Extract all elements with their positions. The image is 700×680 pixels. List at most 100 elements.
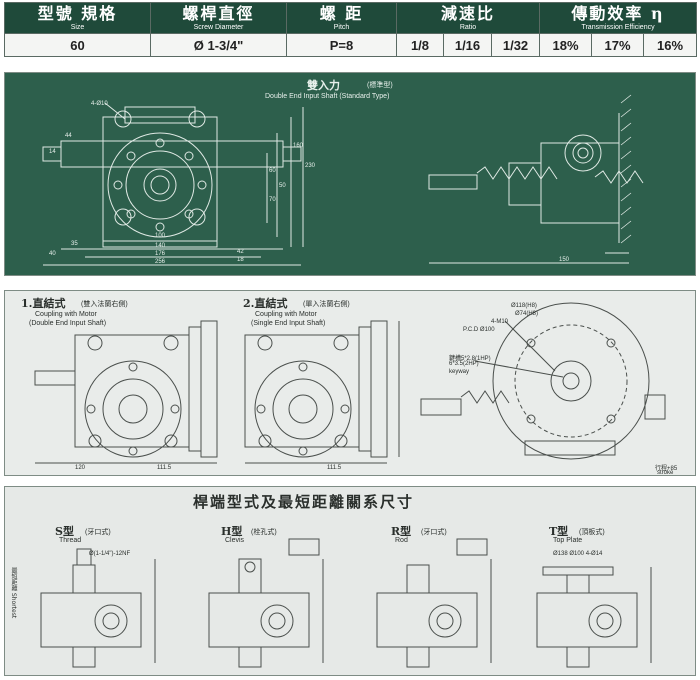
dim-60: 60 xyxy=(269,168,276,174)
type-r-zh: R型 xyxy=(391,525,412,538)
r-body xyxy=(376,592,478,648)
flange-d2: Ø74(H8) xyxy=(515,311,539,317)
shortest-note: 最短距離 Shortest xyxy=(10,567,17,619)
shaft-housing xyxy=(60,140,284,168)
wall-hatching xyxy=(620,94,632,244)
type-r-sub: (牙口式) xyxy=(421,529,447,536)
flange-pcd: P.C.D Ø100 xyxy=(463,327,495,333)
type-t-sub: (頂板式) xyxy=(579,529,605,536)
v1-body xyxy=(74,334,190,448)
dim-160: 160 xyxy=(293,143,304,149)
v2-motor-plate xyxy=(370,320,388,458)
view2-title-zh: 2.直結式 xyxy=(243,297,288,310)
dim-140: 140 xyxy=(155,243,166,249)
drawing-coupling: 1.直結式 (雙入法蘭右側) Coupling with Motor (Doub… xyxy=(4,290,696,476)
value-eff-3: 16% xyxy=(643,33,698,57)
drawing-rod-ends: 桿端型式及最短距離關系尺寸 最短距離 Shortest S型 (牙口式) Thr… xyxy=(4,486,696,676)
flange-mid xyxy=(125,150,195,220)
flange-bore xyxy=(143,168,177,202)
h-body xyxy=(208,592,310,648)
input-shaft-left xyxy=(42,146,62,162)
flange-key1: 鍵槽5*2.8(1HP) xyxy=(449,356,491,362)
type-h-zh: H型 xyxy=(221,525,243,538)
v1-input-shaft xyxy=(34,370,76,386)
flange-view-outer xyxy=(492,302,650,460)
type-s-zh: S型 xyxy=(55,525,74,538)
dim-100: 100 xyxy=(155,233,166,239)
value-eff-2: 17% xyxy=(591,33,645,57)
flange-view-shaft xyxy=(420,398,462,416)
dim-44: 44 xyxy=(65,133,72,139)
view2-title-sub: (單入法蘭右側) xyxy=(303,301,350,308)
flange-key2: 6*3.5(2HP) xyxy=(449,361,479,367)
s-thread xyxy=(76,548,92,566)
flange-holes: 4-M10 xyxy=(491,319,509,325)
view1-title-zh: 1.直結式 xyxy=(21,297,66,310)
dim-50: 50 xyxy=(279,183,286,189)
mount-hole-bl xyxy=(114,208,132,226)
top-title-sub: (標準型) xyxy=(367,82,393,89)
flange-note2: stroke xyxy=(657,470,674,476)
drawing-coupling-svg xyxy=(34,302,666,464)
v2-body xyxy=(244,334,360,448)
top-title-zh: 雙入力 xyxy=(307,79,340,92)
value-ratio-3: 1/32 xyxy=(490,33,541,57)
value-model: 60 xyxy=(4,33,151,57)
dim-111-5-b: 111.5 xyxy=(327,465,342,471)
h-clevis xyxy=(238,558,262,594)
type-h-sub: (栓孔式) xyxy=(251,529,277,536)
dim-70: 70 xyxy=(269,197,276,203)
top-title-en: Double End Input Shaft (Standard Type) xyxy=(265,93,390,100)
dim-4-10: 4-Ø10 xyxy=(91,101,108,107)
value-ratio-2: 1/16 xyxy=(443,33,492,57)
type-t-zh: T型 xyxy=(549,525,569,538)
value-pitch: P=8 xyxy=(286,33,397,57)
type-t-spec: Ø138 Ø100 4-Ø14 xyxy=(553,551,603,557)
type-h-en: Clevis xyxy=(225,537,245,544)
dim-18: 18 xyxy=(237,257,244,263)
t-top-plate xyxy=(542,566,614,576)
dim-176: 176 xyxy=(155,251,166,257)
gearbox-body xyxy=(102,116,218,248)
flange-view-pcd xyxy=(514,324,628,438)
view1-title-sub: (雙入法蘭右側) xyxy=(81,301,128,308)
type-r-en: Rod xyxy=(395,537,408,544)
view2-en2: (Single End Input Shaft) xyxy=(251,320,326,327)
r-rod xyxy=(406,564,430,594)
v1-ring-outer xyxy=(84,360,182,458)
drawing-double-input-svg xyxy=(42,94,644,266)
type-s-en: Thread xyxy=(59,537,82,544)
mount-hole-br xyxy=(188,208,206,226)
dim-35: 35 xyxy=(71,241,78,247)
top-boss xyxy=(124,106,196,124)
dim-256: 256 xyxy=(155,259,166,265)
type-s-spec: Ø(1-1/4")-12NF xyxy=(89,551,131,557)
flange-note1: 行程+85 xyxy=(655,466,678,472)
v1-motor-plate xyxy=(200,320,218,458)
type-t-en: Top Plate xyxy=(553,537,583,544)
t-body xyxy=(536,592,638,648)
dim-111-5-a: 111.5 xyxy=(157,465,172,471)
flange-key3: keyway xyxy=(449,369,470,375)
flange-view-spring xyxy=(460,390,510,404)
s-body xyxy=(40,592,142,648)
rod-end-title: 桿端型式及最短距離關系尺寸 xyxy=(193,493,415,511)
s-rod xyxy=(72,564,96,594)
type-s-sub: (牙口式) xyxy=(85,529,111,536)
v2-ring-outer xyxy=(254,360,352,458)
side-gearbox xyxy=(540,142,620,224)
dim-42: 42 xyxy=(237,249,244,255)
view2-en1: Coupling with Motor xyxy=(255,311,317,318)
dim-14: 14 xyxy=(49,149,56,155)
input-shaft-right xyxy=(282,146,302,162)
flange-outer xyxy=(107,132,213,238)
side-spring-left xyxy=(476,166,558,180)
value-ratio-1: 1/8 xyxy=(396,33,444,57)
dim-230: 230 xyxy=(305,163,316,169)
side-coupler xyxy=(508,162,542,206)
